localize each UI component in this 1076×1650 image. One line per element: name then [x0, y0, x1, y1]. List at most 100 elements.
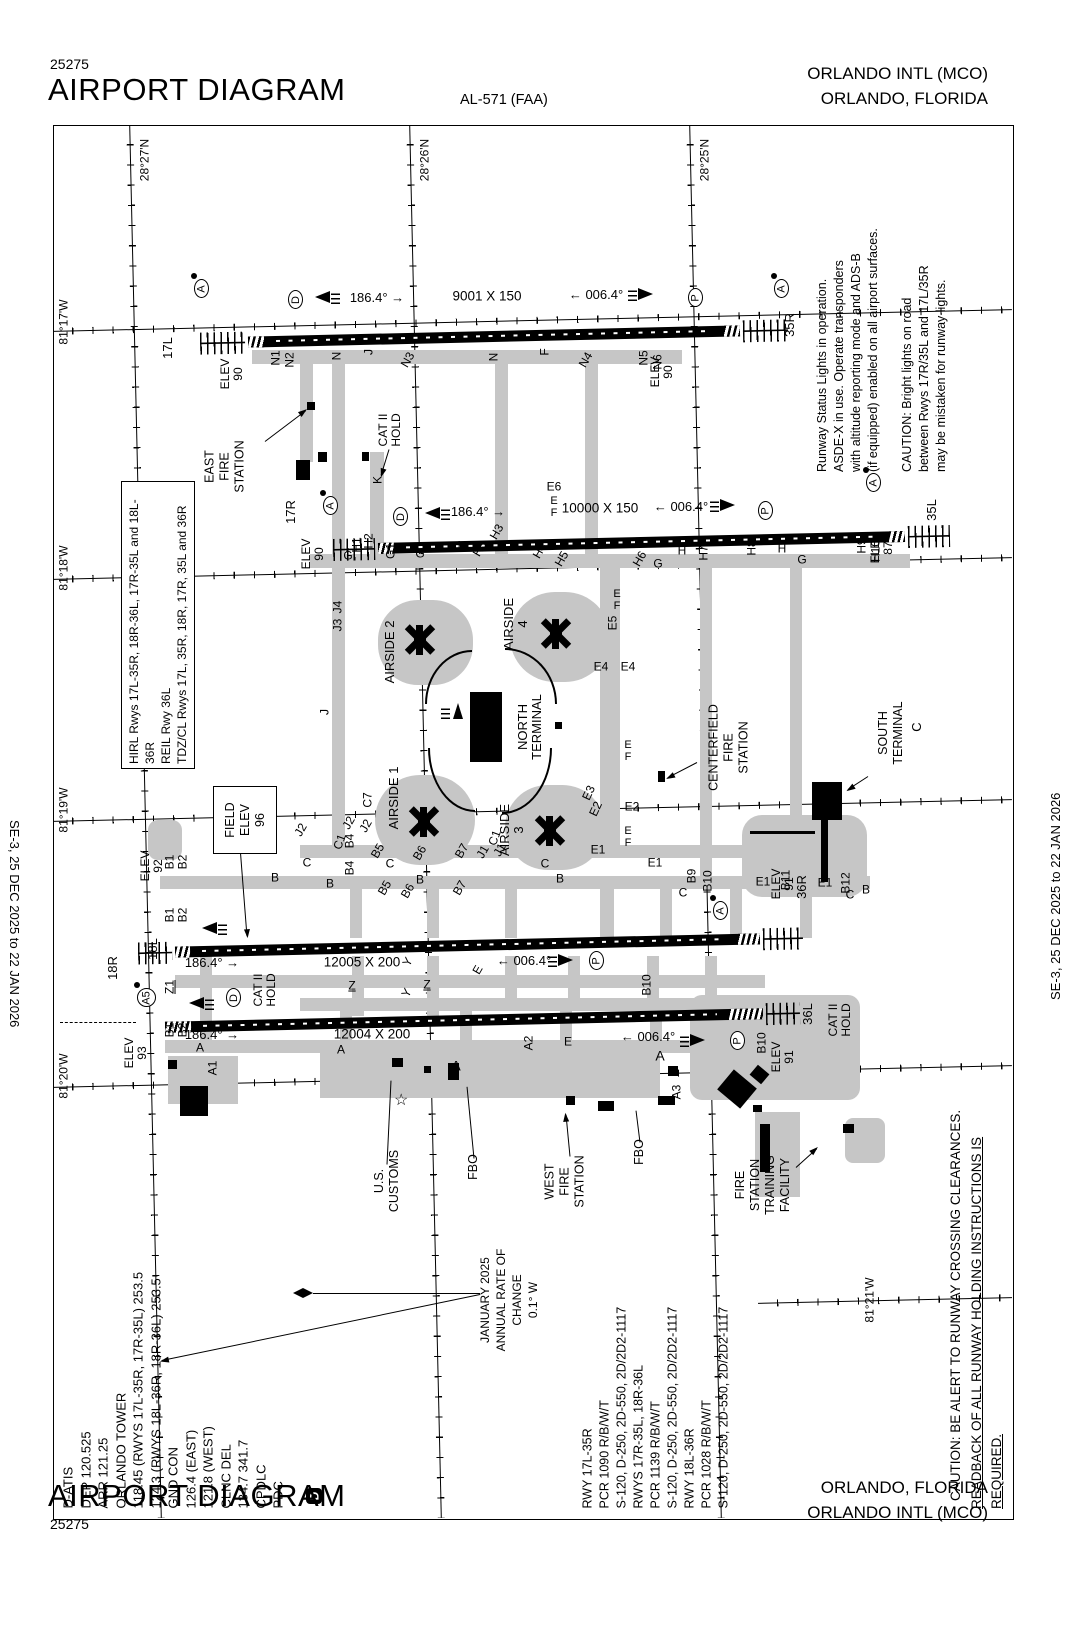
approach-lights — [907, 524, 950, 547]
map-label: ELEV 91 — [769, 868, 796, 900]
light-arrow — [425, 506, 440, 519]
building — [318, 452, 327, 462]
taxiway-surface — [175, 975, 765, 988]
light-arrow — [690, 1033, 705, 1046]
map-label: B4 — [342, 833, 357, 849]
us-customs: U.S. CUSTOMS — [372, 1149, 401, 1213]
map-label: Z — [423, 977, 431, 992]
map-label: 17R — [282, 500, 298, 524]
reference-letter: P — [689, 293, 702, 302]
map-label: 28°27'N — [137, 138, 152, 182]
threshold-chevrons — [723, 324, 741, 337]
taxiway-surface — [790, 568, 802, 878]
taxiway-surface — [350, 888, 362, 938]
building — [566, 1096, 575, 1105]
readback-1: CAUTION: BE ALERT TO RUNWAY CROSSING CLE… — [948, 1109, 963, 1501]
map-label: J4 — [330, 600, 345, 614]
map-label: B2 — [175, 854, 190, 870]
map-label: 10000 X 150 — [561, 500, 639, 516]
building — [168, 1060, 177, 1069]
taxiway-surface — [730, 888, 742, 938]
taxiway-surface — [505, 956, 517, 1011]
map-label: E — [563, 1034, 573, 1049]
map-label: B — [555, 871, 565, 886]
map-label: E F — [613, 588, 621, 612]
map-label: E4 — [620, 659, 636, 674]
map-label: ← 006.4° — [568, 286, 624, 302]
reference-dot — [710, 895, 716, 901]
approach-light-icon — [189, 996, 215, 1010]
building — [753, 1105, 762, 1112]
approach-light-icon — [202, 921, 228, 935]
map-label: H — [677, 543, 687, 558]
airside-arm — [414, 634, 426, 646]
airside-building-3 — [401, 799, 447, 845]
taxiway-surface — [300, 845, 860, 858]
light-arrow — [202, 921, 217, 934]
map-label: C7 — [360, 792, 375, 808]
reference-circle-a: A — [771, 273, 789, 298]
approach-light-icon — [709, 498, 735, 512]
map-label: G — [415, 546, 425, 561]
map-label: NORTH TERMINAL — [514, 694, 544, 760]
light-rays — [628, 287, 637, 301]
approach-light-icon — [679, 1033, 705, 1047]
reference-letter: A — [195, 284, 208, 293]
taxiway-surface — [660, 888, 672, 938]
airside-arm — [550, 628, 562, 640]
leader-line — [239, 846, 251, 939]
building — [180, 1086, 208, 1116]
approach-lights — [765, 1001, 801, 1025]
map-label: N5 — [636, 350, 651, 366]
north-arrow-icon — [293, 1288, 313, 1298]
reference-letter: A — [324, 501, 337, 510]
building — [812, 782, 842, 820]
reference-letter: A — [775, 284, 788, 293]
map-label: E1 — [647, 855, 663, 870]
reference-circle-a5: A5 — [134, 982, 156, 1007]
taxiway-surface — [700, 568, 712, 878]
map-label: 81°17'W — [56, 299, 71, 345]
taxiway-surface — [505, 888, 517, 938]
map-label: ELEV 91 — [769, 1041, 796, 1073]
reference-dot — [191, 273, 197, 279]
control-tower-icon — [441, 701, 463, 719]
airside-building-4 — [527, 808, 573, 854]
map-label: ELEV 93 — [122, 1037, 149, 1069]
building — [448, 1063, 459, 1080]
map-label: 81°18'W — [56, 545, 71, 591]
reference-letter: P — [759, 506, 772, 515]
map-label: ← 006.4° — [620, 1028, 676, 1044]
east-fire-station: EAST FIRE STATION — [202, 439, 247, 493]
light-arrow — [720, 498, 735, 511]
map-label: E1 — [817, 875, 833, 890]
reference-circle-a: A — [710, 895, 728, 920]
leader-line — [844, 776, 869, 794]
map-label: C — [678, 885, 688, 900]
light-rays — [218, 921, 227, 935]
map-label: ELEV 90 — [299, 538, 326, 570]
light-rays — [331, 290, 340, 304]
map-label: G — [653, 556, 663, 571]
light-arrow — [189, 996, 204, 1009]
building — [598, 1101, 614, 1111]
reference-dot — [320, 490, 326, 496]
annual-change: JANUARY 2025 ANNUAL RATE OF CHANGE 0.1° … — [478, 1248, 540, 1352]
map-label: A — [655, 1047, 665, 1064]
map-label: AIRSIDE 2 — [381, 620, 397, 684]
approach-lights — [762, 926, 803, 950]
airside-building-2 — [533, 611, 579, 657]
chart-number-top: 25275 — [50, 56, 89, 72]
map-label: 18L — [144, 938, 160, 960]
map-label: 17L — [159, 337, 175, 359]
reference-letter: D — [289, 295, 302, 304]
reference-letter: P — [590, 956, 603, 965]
map-label: 36L — [799, 1003, 815, 1025]
taxiway-surface — [160, 876, 870, 889]
map-label: E4 — [593, 659, 609, 674]
map-label: G — [343, 548, 353, 563]
reference-letter: A — [714, 906, 727, 915]
map-label: B2 — [175, 907, 190, 923]
map-label: 18R — [104, 956, 120, 980]
comms: D-ATIS DEP 120.525 ARR 121.25 ORLANDO TO… — [60, 1271, 286, 1508]
